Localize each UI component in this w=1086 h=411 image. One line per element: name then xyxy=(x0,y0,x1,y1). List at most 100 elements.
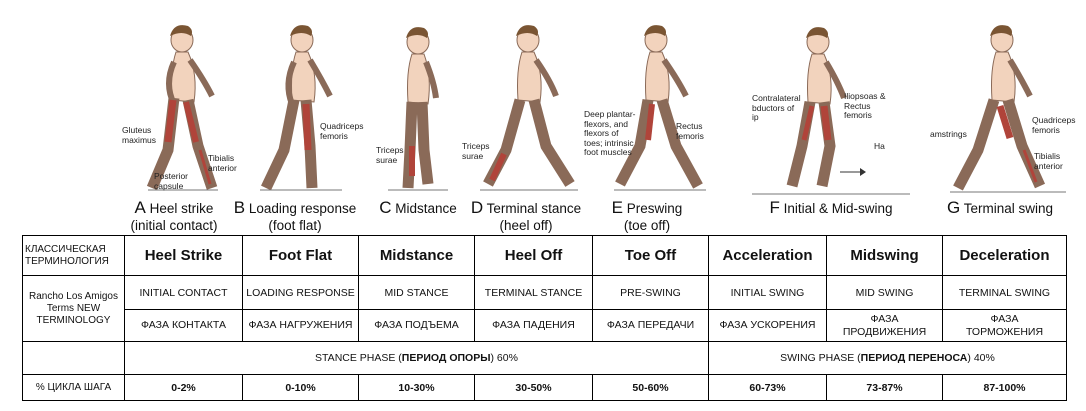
phase-name: Midstance xyxy=(395,201,457,216)
cycle-cell: 30-50% xyxy=(474,374,593,401)
row-header-rancho: Rancho Los Amigos Terms NEW TERMINOLOGY xyxy=(22,275,125,342)
phase-name: Terminal swing xyxy=(963,201,1054,216)
swing-phase-suffix: ) 40% xyxy=(967,352,995,364)
label-quadriceps-femoris: Quadriceps femoris xyxy=(320,121,364,141)
classic-cell: Acceleration xyxy=(708,235,827,276)
phase-name: Heel strike xyxy=(149,201,214,216)
phase-row-header-empty xyxy=(22,341,125,375)
rancho-terms-row: Rancho Los Amigos Terms NEW TERMINOLOGY … xyxy=(22,275,1067,342)
russian-cell: ФАЗА ПРОДВИЖЕНИЯ xyxy=(826,309,943,342)
label-gluteus-maximus: Gluteus maximus xyxy=(122,125,157,145)
figure-terminal-swing: Quadriceps femoris amstrings Tibialis an… xyxy=(930,0,1076,232)
classic-cell: Midstance xyxy=(358,235,475,276)
russian-cell: ФАЗА УСКОРЕНИЯ xyxy=(708,309,827,342)
phase-name: Loading response xyxy=(248,201,357,216)
swing-phase-russian: ПЕРИОД ПЕРЕНОСА xyxy=(860,352,968,364)
classic-cell: Toe Off xyxy=(592,235,709,276)
row-header-classic: КЛАССИЧЕСКАЯ ТЕРМИНОЛОГИЯ xyxy=(22,235,125,276)
figure-loading-response: Quadriceps femoris B Loading response (f… xyxy=(232,0,364,234)
phase-letter: C xyxy=(379,198,392,217)
walking-boy-illustration xyxy=(388,27,448,191)
phase-letter: E xyxy=(611,198,624,217)
walking-boy-illustration xyxy=(752,27,910,195)
swing-phase-cell: SWING PHASE (ПЕРИОД ПЕРЕНОСА) 40% xyxy=(708,341,1067,375)
russian-cell: ФАЗА ТОРМОЖЕНИЯ xyxy=(942,309,1067,342)
stance-phase-russian: ПЕРИОД ОПОРЫ xyxy=(401,352,491,364)
label-triceps-surae: Triceps surae xyxy=(376,145,404,165)
stance-phase-prefix: STANCE PHASE ( xyxy=(315,352,402,364)
phase-name: Preswing xyxy=(626,201,683,216)
walking-boy-illustration xyxy=(480,25,578,191)
classic-cell: Deceleration xyxy=(942,235,1067,276)
caption-g: G Terminal swing xyxy=(930,199,1070,217)
cycle-cell: 60-73% xyxy=(708,374,827,401)
classic-cell: Foot Flat xyxy=(242,235,359,276)
walking-boy-illustration xyxy=(146,25,218,191)
phase-letter: G xyxy=(946,198,961,217)
russian-cell: ФАЗА ПЕРЕДАЧИ xyxy=(592,309,709,342)
russian-cell: ФАЗА КОНТАКТА xyxy=(124,309,243,342)
rancho-cell: PRE-SWING xyxy=(592,275,709,310)
phase-letter: B xyxy=(233,198,246,217)
phase-letter: D xyxy=(470,198,484,217)
cycle-cell: 50-60% xyxy=(592,374,709,401)
phase-letter: F xyxy=(769,198,780,217)
rancho-cell: TERMINAL STANCE xyxy=(474,275,593,310)
russian-cell: ФАЗА НАГРУЖЕНИЯ xyxy=(242,309,359,342)
phase-sub: (foot flat) xyxy=(268,218,322,233)
classic-terminology-row: КЛАССИЧЕСКАЯ ТЕРМИНОЛОГИЯ Heel Strike Fo… xyxy=(22,235,1067,276)
rancho-cell: TERMINAL SWING xyxy=(942,275,1067,310)
gait-figure-strip: Gluteus maximus Posterior capsule Tibial… xyxy=(118,0,1076,234)
phase-letter: A xyxy=(134,198,146,217)
rancho-cell: LOADING RESPONSE xyxy=(242,275,359,310)
row-header-cycle: % ЦИКЛА ШАГА xyxy=(22,374,125,401)
rancho-cell: MID SWING xyxy=(826,275,943,310)
phase-name: Terminal stance xyxy=(486,201,582,216)
classic-cell: Midswing xyxy=(826,235,943,276)
russian-terms-row: ФАЗА КОНТАКТА ФАЗА НАГРУЖЕНИЯ ФАЗА ПОДЪЕ… xyxy=(23,309,1067,342)
russian-cell: ФАЗА ПОДЪЕМА xyxy=(358,309,475,342)
figure-initial-midswing: Contralateral bductors of ip Iliopsoas &… xyxy=(752,0,910,232)
cycle-percent-row: % ЦИКЛА ШАГА 0-2% 0-10% 10-30% 30-50% 50… xyxy=(22,374,1067,401)
label-contralateral-abductors: Contralateral bductors of ip xyxy=(752,93,801,122)
figure-midstance: Triceps surae C Midstance xyxy=(368,0,468,232)
rancho-cell: MID STANCE xyxy=(358,275,475,310)
stance-phase-cell: STANCE PHASE (ПЕРИОД ОПОРЫ) 60% xyxy=(124,341,709,375)
cycle-cell: 10-30% xyxy=(358,374,475,401)
cycle-cell: 73-87% xyxy=(826,374,943,401)
label-hamstrings: amstrings xyxy=(930,129,967,139)
walking-boy-illustration xyxy=(950,25,1066,193)
label-posterior-capsule: Posterior capsule xyxy=(154,171,189,191)
phase-name: Initial & Mid-swing xyxy=(783,201,893,216)
gait-phase-table: КЛАССИЧЕСКАЯ ТЕРМИНОЛОГИЯ Heel Strike Fo… xyxy=(22,235,1067,401)
caption-c: C Midstance xyxy=(368,199,468,217)
label-hamstrings-partial: Ha xyxy=(874,141,885,151)
figure-heel-strike: Gluteus maximus Posterior capsule Tibial… xyxy=(118,0,237,234)
classic-cell: Heel Strike xyxy=(124,235,243,276)
label-tibialis-anterior: Tibialis anterior xyxy=(208,153,237,173)
cycle-cell: 0-2% xyxy=(124,374,243,401)
label-deep-plantarflexors: Deep plantar- flexors, and flexors of to… xyxy=(584,109,636,157)
phase-sub: (initial contact) xyxy=(130,218,218,233)
label-iliopsoas-rectus: Iliopsoas & Rectus femoris xyxy=(844,91,886,120)
label-tibialis-anterior: Tibialis anterior xyxy=(1034,151,1063,171)
phase-sub: (toe off) xyxy=(623,218,671,233)
caption-b: B Loading response (foot flat) xyxy=(232,199,358,234)
swing-phase-prefix: SWING PHASE ( xyxy=(780,352,861,364)
rancho-cell: INITIAL SWING xyxy=(708,275,827,310)
classic-cell: Heel Off xyxy=(474,235,593,276)
phase-sub: (heel off) xyxy=(499,218,553,233)
cycle-cell: 0-10% xyxy=(242,374,359,401)
figure-terminal-stance: Triceps surae D Terminal stance (heel of… xyxy=(462,0,582,234)
label-rectus-femoris: Rectus femoris xyxy=(676,121,704,141)
label-quadriceps-femoris: Quadriceps femoris xyxy=(1032,115,1076,135)
caption-a: A Heel strike (initial contact) xyxy=(118,199,230,234)
walking-boy-illustration xyxy=(614,25,706,191)
figure-preswing: Deep plantar- flexors, and flexors of to… xyxy=(584,0,710,234)
phase-row: STANCE PHASE (ПЕРИОД ОПОРЫ) 60% SWING PH… xyxy=(22,341,1067,375)
label-triceps-surae: Triceps surae xyxy=(462,141,490,161)
caption-d: D Terminal stance (heel off) xyxy=(470,199,582,234)
caption-f: F Initial & Mid-swing xyxy=(752,199,910,217)
caption-e: E Preswing (toe off) xyxy=(584,199,710,234)
walking-boy-illustration xyxy=(260,25,342,191)
